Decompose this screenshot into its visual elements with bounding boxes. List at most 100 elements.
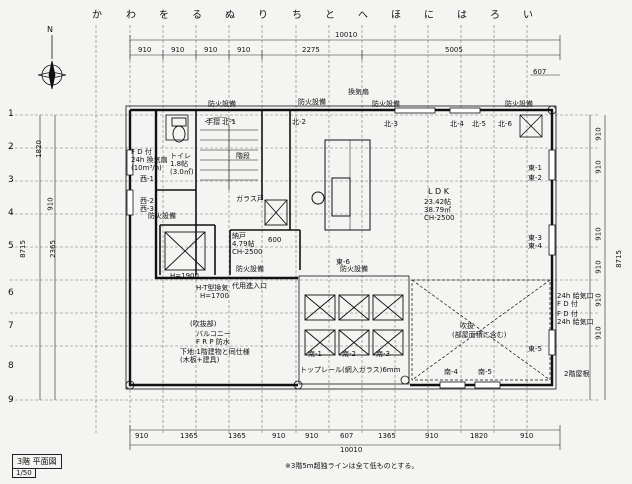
- col-label: ぬ: [225, 10, 235, 21]
- dim-bottom: 910: [520, 432, 534, 440]
- equip-label: 東-4: [528, 242, 542, 250]
- fire-label: 防火設備: [236, 265, 264, 273]
- row-label: 3: [8, 175, 14, 185]
- equip-label: 南-4: [444, 368, 458, 376]
- dim-right: 910: [594, 127, 603, 141]
- equip-label: 東-2: [528, 174, 542, 182]
- equip-label: 北-6: [498, 120, 512, 128]
- dim-left: 910: [46, 197, 55, 211]
- equip-label: 北-1: [222, 118, 236, 126]
- equip-label: 西-3: [140, 205, 154, 213]
- row-label: 8: [8, 361, 14, 371]
- east-note: F D 付: [557, 300, 578, 308]
- dim-bottom: 1365: [378, 432, 396, 440]
- dim-top: 5005: [445, 46, 463, 54]
- stair-label: 階段: [236, 152, 250, 160]
- dim-bottom: 910: [425, 432, 439, 440]
- east-note2: 24h 給気口: [557, 292, 594, 300]
- dim-right: 910: [594, 260, 603, 274]
- col-label: ほ: [391, 10, 401, 21]
- panel-note: H-T型換気: [196, 284, 229, 292]
- void-area: [411, 279, 551, 381]
- skylight-label: 吹抜: [460, 322, 474, 330]
- equip-label: 南-3: [376, 350, 390, 358]
- dim-top-small: 607: [533, 68, 547, 76]
- handrail-note: 手摺: [206, 118, 220, 126]
- col-label: は: [457, 10, 467, 21]
- col-label: る: [192, 10, 202, 21]
- dim-bottom: 1365: [228, 432, 246, 440]
- equip-label: 北-2: [292, 118, 306, 126]
- toilet-extra: (3.0㎡): [170, 168, 194, 176]
- dim-right: 910: [594, 293, 603, 307]
- dim-right: 910: [594, 227, 603, 241]
- dim-bottom: 910: [135, 432, 149, 440]
- equip-label: 西-1: [140, 175, 154, 183]
- ldk-ch: CH-2500: [424, 214, 455, 222]
- col-label: い: [523, 10, 533, 21]
- equip-label: 南-2: [342, 350, 356, 358]
- col-label: ろ: [490, 10, 500, 21]
- balcony-name: バルコニー: [196, 330, 231, 338]
- fd-spec: 24h 換気扇: [131, 156, 168, 164]
- equip-label: 南-5: [478, 368, 492, 376]
- sheet-scale: 1/50: [12, 468, 36, 478]
- row-label: 1: [8, 109, 14, 119]
- row-label: 6: [8, 288, 14, 298]
- col-label: と: [325, 10, 335, 21]
- dim-bottom: 1820: [470, 432, 488, 440]
- sheet-note: ※3階5m超独ラインは全て低ものとする。: [285, 462, 419, 470]
- ldk-area: 23.42帖: [424, 198, 452, 206]
- equip-label: 北-5: [472, 120, 486, 128]
- window-markers: [126, 107, 556, 389]
- height-note: H=1700: [200, 292, 229, 300]
- col-label: り: [258, 10, 268, 21]
- width-note: 600: [268, 236, 282, 244]
- row-label: 5: [8, 241, 14, 251]
- col-label: を: [159, 10, 169, 21]
- toilet-fixture: [171, 117, 187, 143]
- glass-door-label: ガラス戸: [236, 195, 264, 203]
- dim-top: 910: [237, 46, 251, 54]
- fire-label: 防火設備: [505, 100, 533, 108]
- fire-label: 防火設備: [340, 265, 368, 273]
- col-label: に: [424, 10, 434, 21]
- storage-ch: CH-2500: [232, 248, 263, 256]
- dim-top: 910: [171, 46, 185, 54]
- ldk-name: L D K: [428, 187, 449, 196]
- skylight-panels: [164, 199, 404, 356]
- dim-left: 1820: [34, 140, 43, 158]
- kitchen-counter: [311, 139, 371, 231]
- fhs-note: H=1900: [170, 272, 199, 280]
- fd-extra: (10m³/h): [131, 164, 162, 172]
- dim-bottom: 910: [272, 432, 286, 440]
- balcony-note2: (木板+建具): [180, 356, 220, 364]
- skylight-spec: (部屋面積に含む): [452, 331, 507, 339]
- side-dimension-lines: [39, 115, 606, 400]
- equip-label: 東-3: [528, 234, 542, 242]
- exterior-walls: [128, 108, 554, 387]
- dim-bottom: 910: [305, 432, 319, 440]
- storage-area: 4.79帖: [232, 240, 255, 248]
- fd-right-spec: 24h 給気口: [557, 318, 594, 326]
- equip-label: 南-1: [308, 350, 322, 358]
- dim-top: 910: [204, 46, 218, 54]
- equip-label: 東-1: [528, 164, 542, 172]
- dim-right: 910: [594, 326, 603, 340]
- balcony-outline: [125, 105, 557, 390]
- equip-label: 北-4: [450, 120, 464, 128]
- col-label: へ: [358, 10, 368, 21]
- row-label: 4: [8, 208, 14, 218]
- equip-label: 東-6: [336, 258, 350, 266]
- row-label: 9: [8, 395, 14, 405]
- roof-note: 2階屋根: [564, 370, 590, 378]
- north-arrow: [37, 35, 67, 90]
- dim-left: 8715: [18, 240, 27, 258]
- rail-note: トップレール(網入ガラス)6mm: [300, 366, 401, 374]
- dim-bottom: 607: [340, 432, 354, 440]
- toilet-name: トイレ: [170, 152, 191, 160]
- dim-right: 8715: [614, 250, 623, 268]
- equip-label: 北-3: [384, 120, 398, 128]
